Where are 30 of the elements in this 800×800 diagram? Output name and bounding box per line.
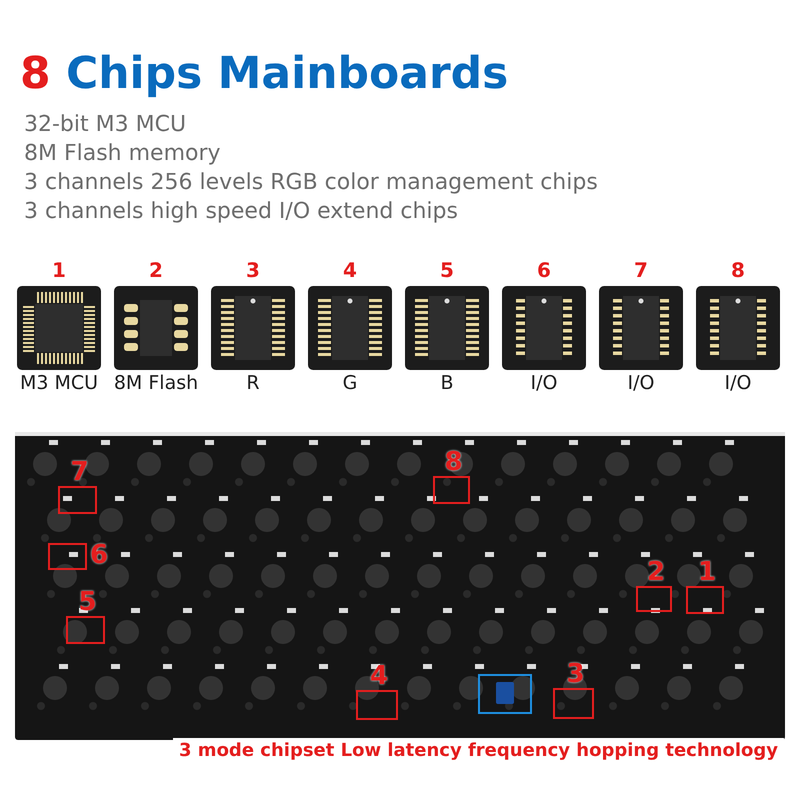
chip-name: B bbox=[439, 372, 455, 394]
chip-number: 8 bbox=[730, 258, 746, 282]
callout-number: 5 bbox=[77, 588, 98, 616]
callout-number: 4 bbox=[368, 662, 390, 690]
chip-name: I/O bbox=[530, 372, 558, 394]
callout-number: 3 bbox=[565, 660, 586, 688]
chip-name: G bbox=[342, 372, 358, 394]
chip-name: 8M Flash bbox=[112, 372, 200, 394]
chip-number: 7 bbox=[633, 258, 649, 282]
chip-number: 4 bbox=[342, 258, 358, 282]
callout-number: 7 bbox=[69, 458, 90, 486]
caption-text: 3 mode chipset Low latency frequency hopping technology bbox=[173, 738, 784, 763]
chip-number: 5 bbox=[439, 258, 455, 282]
chip-number: 6 bbox=[536, 258, 552, 282]
feature-text: 8M Flash memory bbox=[24, 141, 221, 166]
feature-text: 3 channels 256 levels RGB color management chips bbox=[24, 170, 598, 195]
callout-number: 2 bbox=[646, 558, 666, 586]
callout-number: 1 bbox=[696, 558, 718, 586]
chip-number: 2 bbox=[148, 258, 164, 282]
chip-name: I/O bbox=[626, 372, 656, 394]
chip-name: R bbox=[245, 372, 261, 394]
callout-number: 6 bbox=[90, 541, 108, 569]
feature-text: 3 channels high speed I/O extend chips bbox=[24, 199, 458, 224]
feature-text: 32-bit M3 MCU bbox=[24, 112, 186, 137]
callout-number: 8 bbox=[443, 448, 464, 476]
chip-number: 3 bbox=[245, 258, 261, 282]
chip-name: M3 MCU bbox=[18, 372, 100, 394]
chip-name: I/O bbox=[724, 372, 752, 394]
chip-number: 1 bbox=[51, 258, 67, 282]
title-heading: 8 Chips Mainboards bbox=[20, 48, 508, 99]
